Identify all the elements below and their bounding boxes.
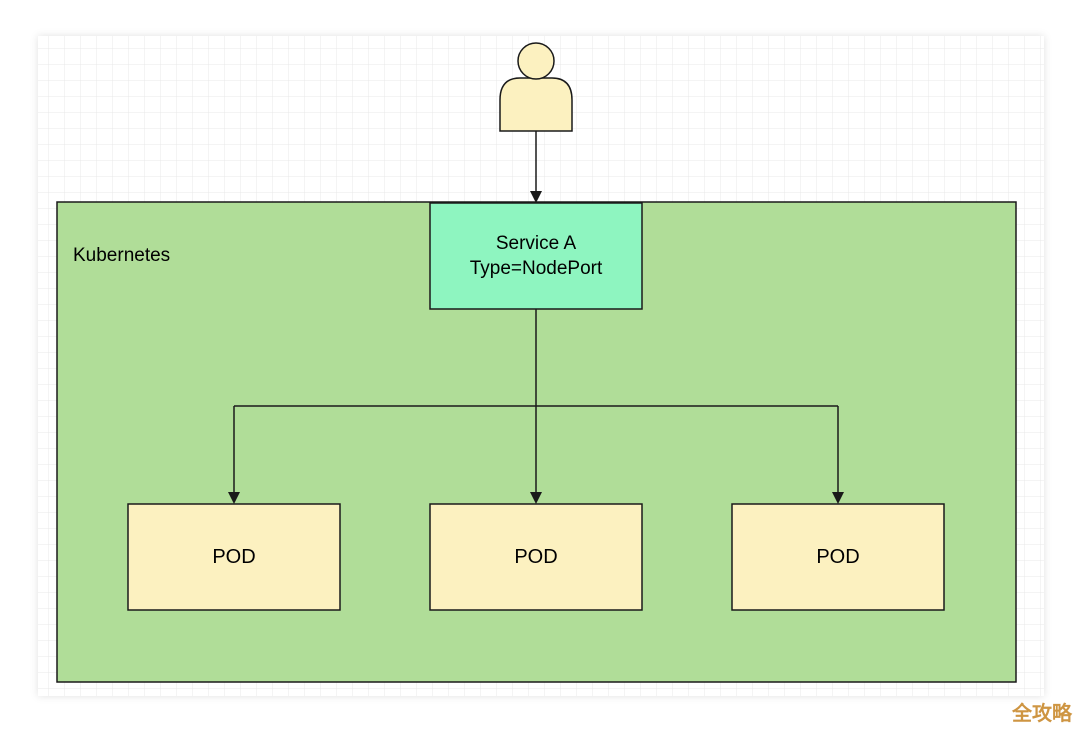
kubernetes-label: Kubernetes — [73, 245, 171, 266]
user-icon[interactable] — [499, 42, 573, 132]
watermark-logo: 全攻略 — [1012, 701, 1072, 725]
pod-label-1: POD — [212, 545, 256, 568]
service-box[interactable] — [429, 202, 643, 310]
pod-label-2: POD — [514, 545, 558, 568]
service-label: Service A Type=NodePort — [430, 203, 642, 309]
pod-box-3[interactable] — [731, 503, 945, 611]
pod-box-2[interactable] — [429, 503, 643, 611]
service-type: Type=NodePort — [469, 258, 603, 279]
pod-label-3: POD — [816, 545, 860, 568]
pod-box-1[interactable] — [127, 503, 341, 611]
service-name: Service A — [495, 233, 577, 254]
